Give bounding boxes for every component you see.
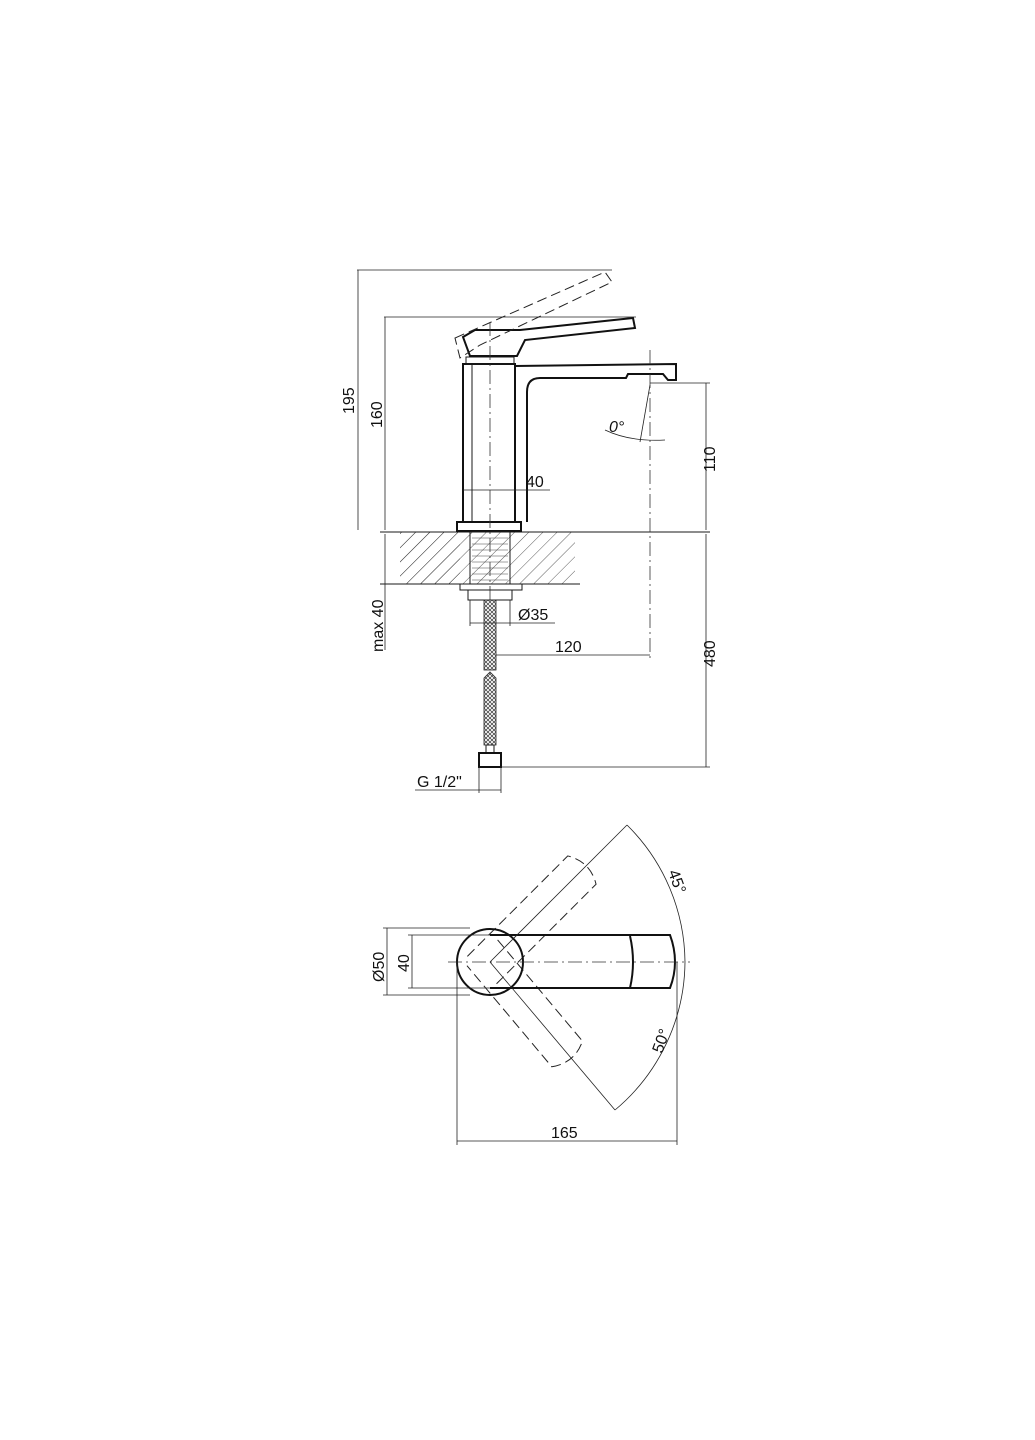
dim-diameter-50: Ø50 [371, 952, 388, 982]
dim-50-degrees: 50° [650, 1027, 674, 1056]
lever-raised [454, 271, 613, 359]
dim-40-top: 40 [396, 954, 413, 972]
dim-max-40: max 40 [370, 599, 387, 652]
dim-165: 165 [551, 1125, 578, 1142]
dim-110: 110 [702, 446, 719, 472]
dim-diameter-35: Ø35 [518, 607, 548, 624]
dim-45-degrees: 45° [664, 868, 688, 897]
dim-g-half-inch: G 1/2" [417, 774, 462, 791]
top-view: Ø50 40 45° 50° 165 [371, 824, 690, 1145]
lever [461, 316, 637, 357]
dim-40-body: 40 [526, 474, 544, 491]
dim-0-degrees: 0° [609, 419, 625, 436]
base-ring [456, 521, 522, 532]
hose-connector [478, 752, 502, 768]
spout [514, 362, 677, 522]
side-view: 195 160 40 110 0° max 40 Ø35 120 480 G 1… [341, 269, 719, 793]
dim-195: 195 [341, 387, 358, 414]
dim-120: 120 [555, 639, 582, 656]
dim-160: 160 [369, 401, 386, 428]
flex-hose [483, 599, 497, 671]
dim-480: 480 [702, 640, 719, 667]
faucet-body [462, 363, 516, 523]
